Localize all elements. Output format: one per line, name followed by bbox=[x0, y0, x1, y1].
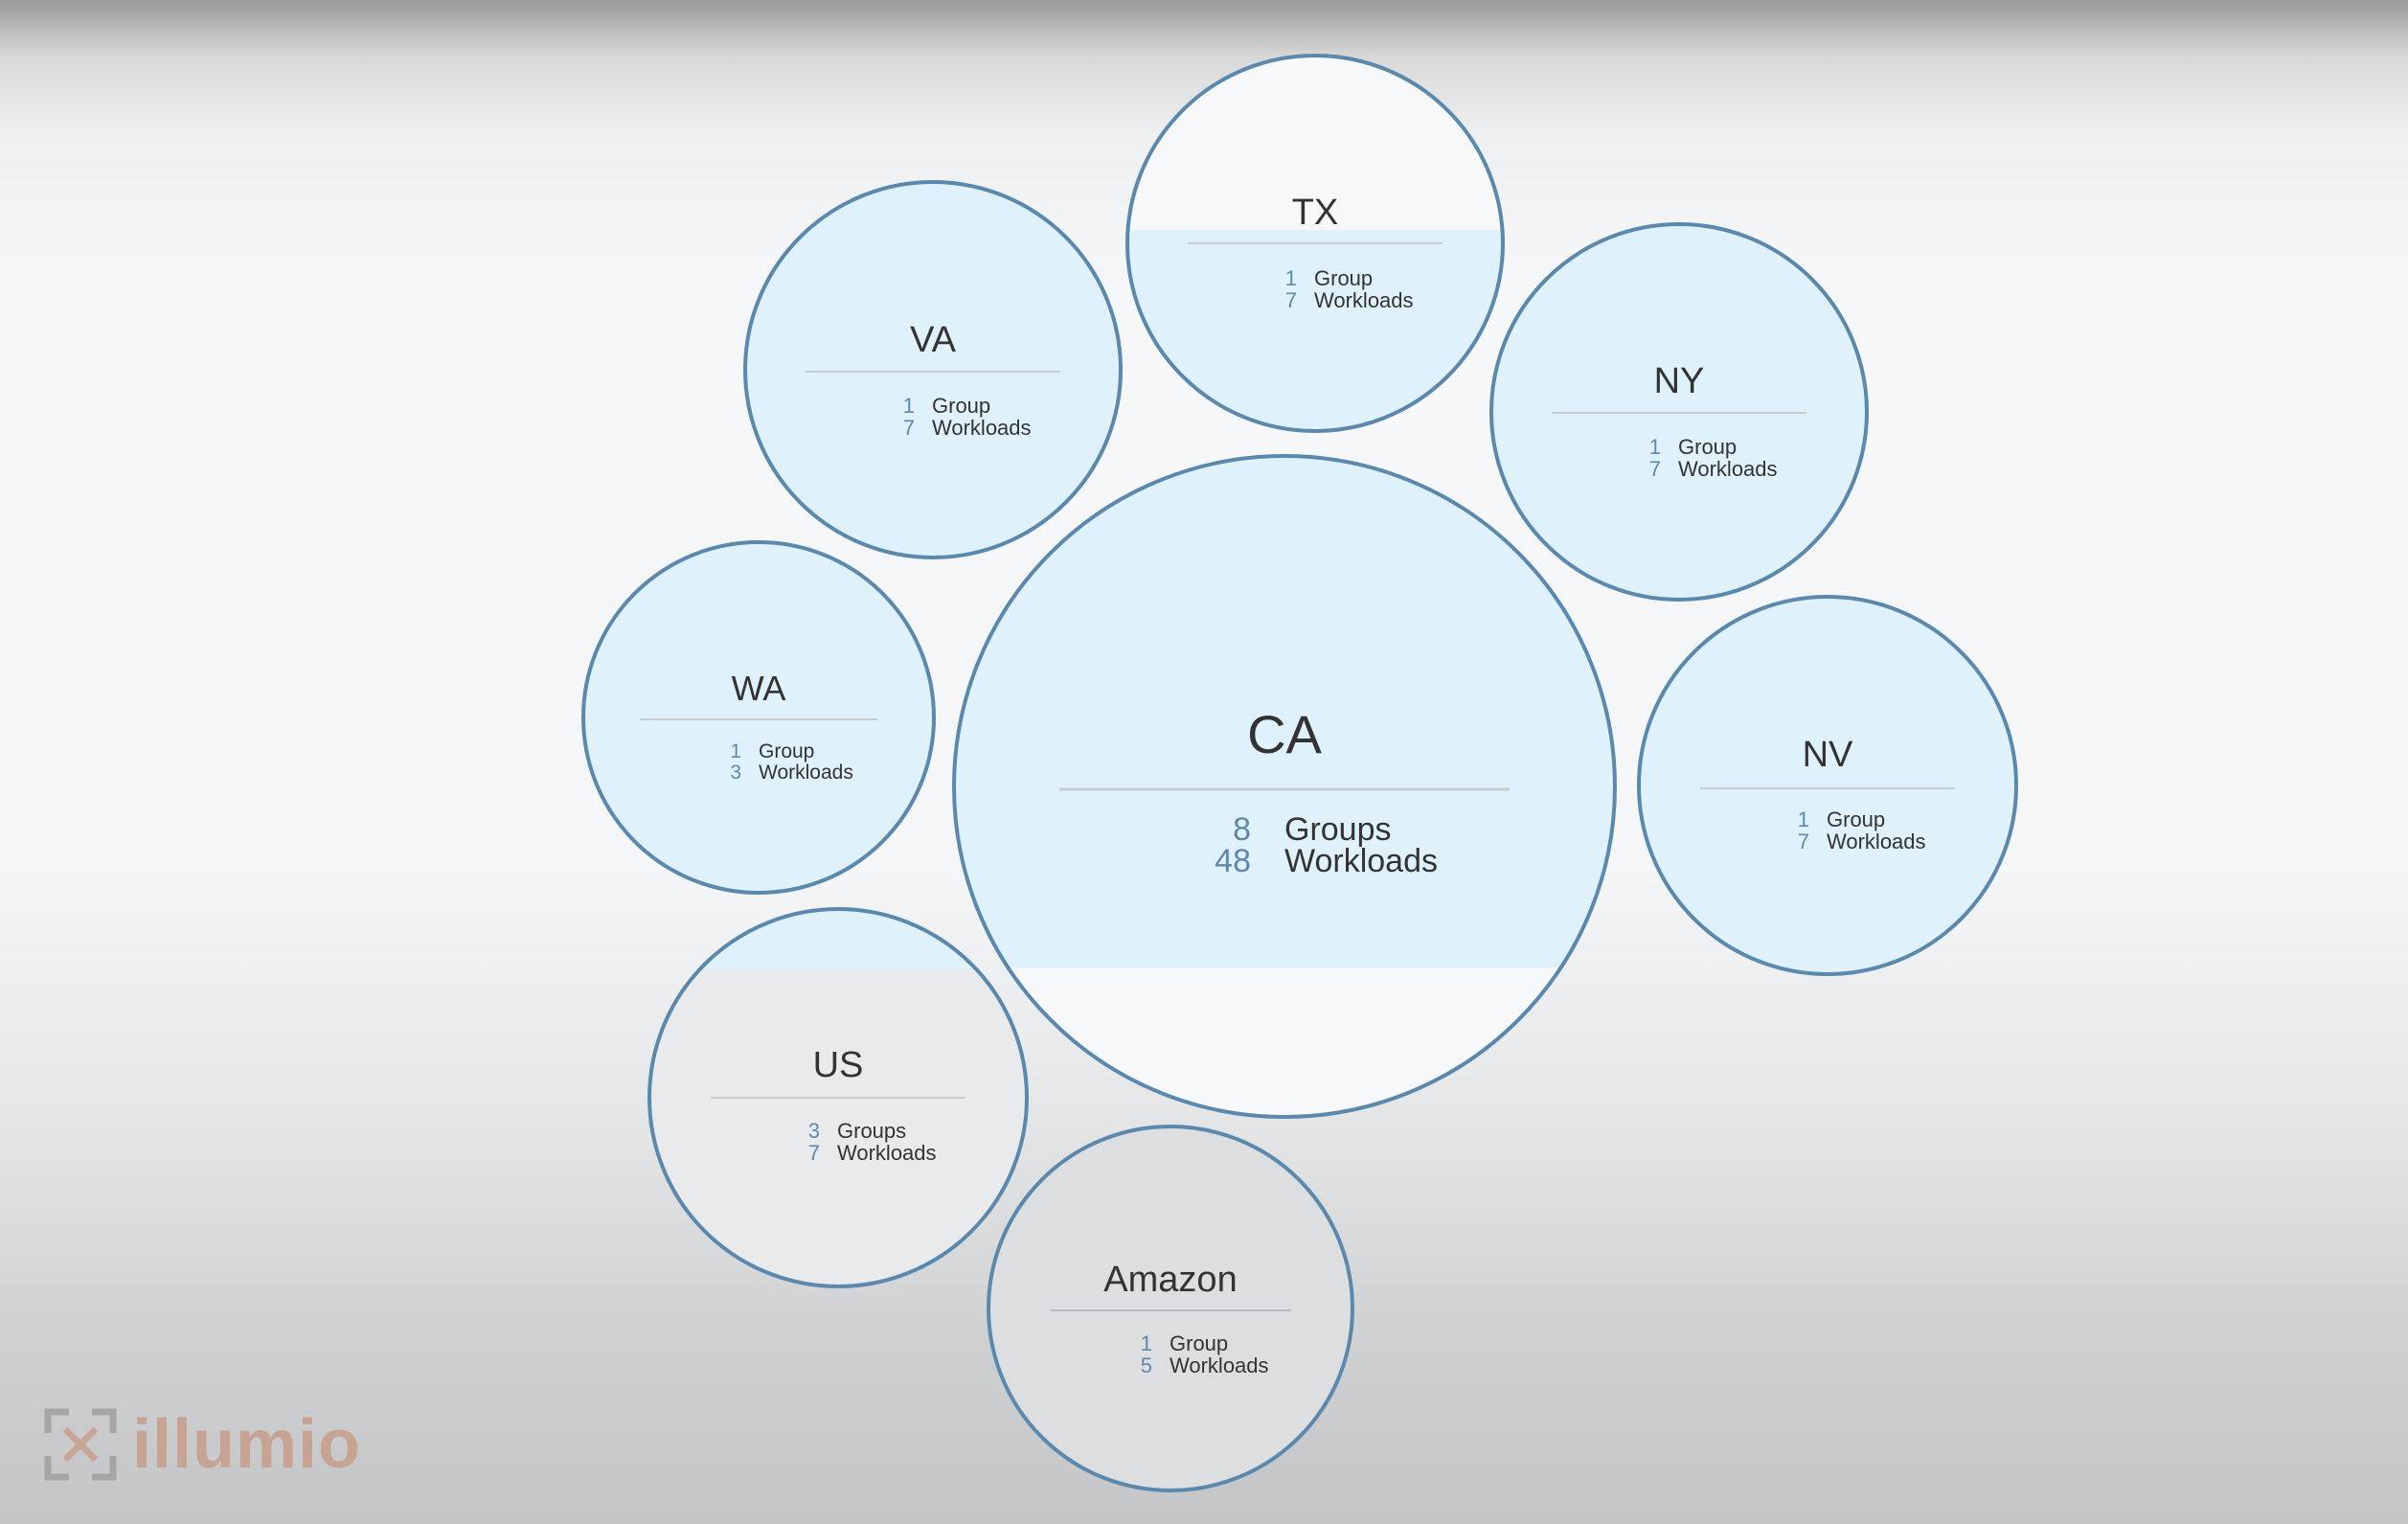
workload-label-wa: Workloads bbox=[759, 762, 853, 784]
workload-count-amazon: 5 bbox=[1141, 1353, 1152, 1377]
bubble-outline-tx bbox=[1125, 54, 1505, 433]
bubble-fill-tx bbox=[1127, 230, 1503, 431]
group-label-va: Group bbox=[932, 394, 990, 418]
workload-label-nv: Workloads bbox=[1827, 830, 1926, 853]
group-count-va: 1 bbox=[903, 394, 915, 418]
bubble-bg-amazon bbox=[988, 1126, 1352, 1490]
group-label-amazon: Group bbox=[1170, 1331, 1228, 1355]
bubble-title-nv: NV bbox=[1803, 735, 1853, 775]
group-count-us: 3 bbox=[808, 1119, 820, 1143]
group-bubble-va[interactable]: VA 1 Group 7 Workloads bbox=[743, 180, 1123, 559]
group-label-nv: Group bbox=[1827, 807, 1885, 831]
workload-label-tx: Workloads bbox=[1314, 288, 1414, 312]
workload-label-ca: Workloads bbox=[1284, 843, 1438, 879]
workload-count-wa: 3 bbox=[730, 762, 741, 784]
illumio-watermark: illumio bbox=[42, 1406, 361, 1483]
group-bubble-amazon[interactable]: Amazon 1 Group 5 Workloads bbox=[987, 1125, 1354, 1492]
bubble-title-tx: TX bbox=[1292, 193, 1339, 233]
bubble-bg-nv bbox=[1639, 597, 2016, 974]
bubble-fill-us bbox=[649, 909, 1027, 968]
workload-count-ca: 48 bbox=[1215, 843, 1251, 879]
bubble-outline-ca bbox=[952, 454, 1617, 1119]
bubble-outline-amazon bbox=[987, 1125, 1354, 1492]
group-bubble-ca[interactable]: CA 8 Groups 48 Workloads bbox=[952, 450, 1617, 1119]
bubble-title-wa: WA bbox=[732, 669, 786, 708]
bubble-outline-wa bbox=[581, 540, 936, 895]
group-count-ny: 1 bbox=[1649, 435, 1661, 459]
group-count-nv: 1 bbox=[1798, 807, 1809, 831]
group-count-tx: 1 bbox=[1285, 266, 1297, 290]
workload-count-us: 7 bbox=[808, 1141, 820, 1165]
group-count-wa: 1 bbox=[730, 740, 741, 762]
bubble-outline-va bbox=[743, 180, 1123, 559]
group-label-tx: Group bbox=[1314, 266, 1373, 290]
group-bubble-us[interactable]: US 3 Groups 7 Workloads bbox=[647, 907, 1029, 1288]
group-label-us: Groups bbox=[837, 1119, 906, 1143]
workload-count-va: 7 bbox=[903, 416, 915, 440]
bubble-outline-us bbox=[647, 907, 1029, 1288]
bubble-title-us: US bbox=[813, 1045, 864, 1085]
group-label-ca: Groups bbox=[1284, 811, 1392, 848]
workload-count-nv: 7 bbox=[1798, 830, 1809, 853]
bubble-outline-ny bbox=[1489, 222, 1869, 602]
workload-count-tx: 7 bbox=[1285, 288, 1297, 312]
group-bubble-tx[interactable]: TX 1 Group 7 Workloads bbox=[1125, 54, 1505, 441]
bubble-bg-wa bbox=[583, 542, 934, 893]
workload-label-ny: Workloads bbox=[1678, 457, 1778, 481]
bubble-title-ca: CA bbox=[1247, 704, 1322, 764]
bubble-title-amazon: Amazon bbox=[1103, 1260, 1237, 1300]
bubble-outline-nv bbox=[1637, 595, 2018, 976]
group-bubble-nv[interactable]: NV 1 Group 7 Workloads bbox=[1637, 595, 2018, 976]
workload-label-amazon: Workloads bbox=[1170, 1353, 1269, 1377]
group-bubble-ny[interactable]: NY 1 Group 7 Workloads bbox=[1489, 222, 1869, 602]
illumio-logo-icon bbox=[44, 1408, 117, 1481]
group-count-amazon: 1 bbox=[1141, 1331, 1152, 1355]
illumio-wordmark: illumio bbox=[132, 1406, 361, 1483]
group-label-wa: Group bbox=[759, 740, 814, 762]
bubble-title-ny: NY bbox=[1654, 361, 1705, 401]
workload-label-us: Workloads bbox=[837, 1141, 937, 1165]
group-count-ca: 8 bbox=[1233, 811, 1251, 848]
bubble-title-va: VA bbox=[910, 320, 957, 360]
workload-count-ny: 7 bbox=[1649, 457, 1661, 481]
group-label-ny: Group bbox=[1678, 435, 1737, 459]
workload-label-va: Workloads bbox=[932, 416, 1032, 440]
group-bubble-wa[interactable]: WA 1 Group 3 Workloads bbox=[581, 540, 936, 895]
bubble-bg-va bbox=[745, 182, 1121, 557]
